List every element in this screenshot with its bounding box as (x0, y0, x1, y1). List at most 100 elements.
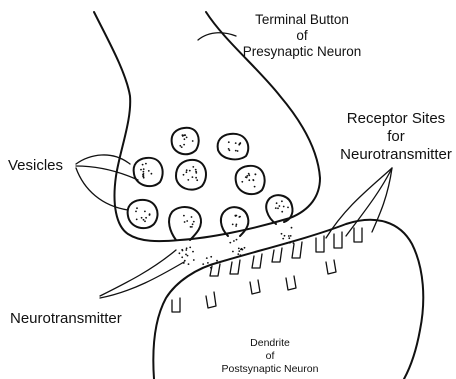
neurotransmitter-dot (141, 217, 143, 219)
neurotransmitter-dot (253, 179, 255, 181)
receptor-site (316, 236, 324, 252)
neurotransmitter-dot (144, 220, 146, 222)
neurotransmitter-dot (182, 135, 184, 137)
terminal-button-leader (198, 33, 236, 40)
neurotransmitter-leader (100, 262, 184, 298)
neurotransmitter-dot (149, 214, 151, 216)
neurotransmitter-dot (235, 142, 237, 144)
neurotransmitter-dot (244, 247, 246, 249)
neurotransmitter-dot (288, 237, 290, 239)
neurotransmitter-dot (293, 242, 295, 244)
receptor-site (230, 260, 240, 274)
neurotransmitter-dot (148, 170, 150, 172)
terminal-button-label-line2: of (296, 28, 308, 43)
neurotransmitter-dot (192, 223, 194, 225)
neurotransmitter-dot (186, 171, 188, 173)
receptor-site (250, 280, 260, 294)
neurotransmitter-dot (195, 169, 197, 171)
neurotransmitter-dot (234, 215, 236, 217)
receptor-site (334, 232, 342, 248)
neurotransmitter-dot (182, 250, 184, 252)
neurotransmitter-dot (288, 235, 290, 237)
neurotransmitter-dot (179, 145, 181, 147)
neurotransmitter-dot (242, 249, 244, 251)
neurotransmitter-dot (136, 219, 138, 221)
neurotransmitter-dot (195, 177, 197, 179)
neurotransmitter-dot (187, 255, 189, 257)
neurotransmitter-dot (145, 217, 147, 219)
neurotransmitter-dot (283, 206, 285, 208)
receptor-site (252, 254, 262, 268)
neurotransmitter-dot (193, 221, 195, 223)
neurotransmitter-dot (192, 251, 194, 253)
neurotransmitter-dot (185, 249, 187, 251)
neurotransmitter-dot (235, 150, 237, 152)
neurotransmitter-dot (186, 247, 188, 249)
terminal-button-label-line3: Presynaptic Neuron (243, 44, 362, 59)
receptor-sites-label-line3: Neurotransmitter (340, 146, 452, 163)
neurotransmitter-dot (286, 242, 288, 244)
neurotransmitter-dot (187, 179, 189, 181)
neurotransmitter-dot (189, 247, 191, 249)
neurotransmitter-dot (181, 256, 183, 258)
neurotransmitter-dot (151, 173, 153, 175)
vesicle (172, 128, 199, 154)
neurotransmitter-dot (181, 146, 183, 148)
neurotransmitter-dot (210, 256, 212, 258)
neurotransmitter-dot (239, 216, 241, 218)
neurotransmitter-label: Neurotransmitter (10, 310, 122, 327)
neurotransmitter-dot (233, 240, 235, 242)
vesicles-leader (76, 155, 130, 164)
vesicles-leader (76, 166, 138, 180)
neurotransmitter-dot (254, 186, 256, 188)
neurotransmitter-dot (241, 181, 243, 183)
neurotransmitter-dot (143, 171, 145, 173)
neurotransmitter-dot (183, 215, 185, 217)
neurotransmitter-dot (291, 227, 293, 229)
neurotransmitter-dot (143, 168, 145, 170)
vesicle (134, 158, 163, 186)
neurotransmitter-dot (275, 207, 277, 209)
neurotransmitter-dot (281, 233, 283, 235)
neurotransmitter-dot (186, 137, 188, 139)
neurotransmitter-dot (186, 169, 188, 171)
neurotransmitter-dot (281, 200, 283, 202)
neurotransmitter-dot (183, 262, 185, 264)
neurotransmitter-dot (248, 179, 250, 181)
neurotransmitter-dot (142, 174, 144, 176)
neurotransmitter-dot (277, 207, 279, 209)
vesicle (218, 134, 249, 160)
neurotransmitter-dot (232, 224, 234, 226)
neurotransmitter-dot (184, 260, 186, 262)
neurotransmitter-dot (140, 169, 142, 171)
fusing-vesicle (266, 195, 292, 224)
neurotransmitter-dot (188, 263, 190, 265)
receptor-site (292, 242, 302, 258)
neurotransmitter-dot (281, 211, 283, 213)
receptor-site (206, 292, 216, 308)
neurotransmitter-dot (276, 202, 278, 204)
neurotransmitter-dot (207, 262, 209, 264)
neurotransmitter-dot (232, 251, 234, 253)
neurotransmitter-dot (248, 174, 250, 176)
neurotransmitter-dot (210, 267, 212, 269)
neurotransmitter-dot (192, 140, 194, 142)
neurotransmitter-dot (228, 148, 230, 150)
neurotransmitter-dot (206, 257, 208, 259)
neurotransmitter-dot (184, 134, 186, 136)
neurotransmitter-dot (184, 221, 186, 223)
receptor-sites-label-line1: Receptor Sites (347, 110, 445, 127)
neurotransmitter-dot (185, 254, 187, 256)
neurotransmitter-dot (216, 260, 218, 262)
neurotransmitter-dot (248, 173, 250, 175)
receptor-site (210, 264, 220, 276)
vesicles-label: Vesicles (8, 157, 63, 174)
neurotransmitter-dot (143, 219, 145, 221)
neurotransmitter-dot (183, 144, 185, 146)
neurotransmitter-dot (240, 254, 242, 256)
neurotransmitter-dot (238, 144, 240, 146)
dendrite-label-line2: of (266, 350, 275, 362)
neurotransmitter-dot (284, 235, 286, 237)
neurotransmitter-dot (236, 224, 238, 226)
receptor-site (286, 276, 296, 290)
